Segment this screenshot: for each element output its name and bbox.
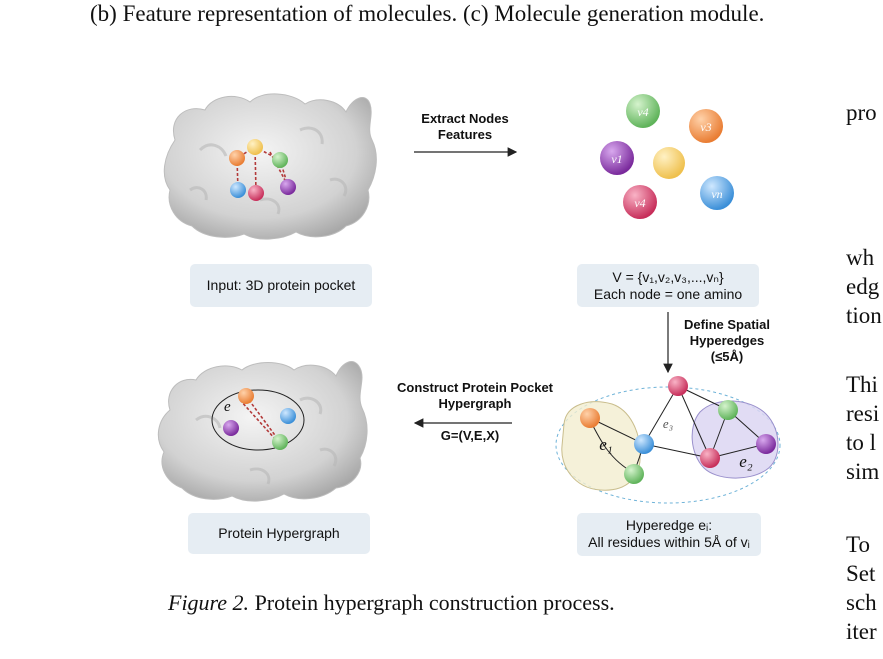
hyperedge-line2: All residues within 5Å of vᵢ bbox=[588, 534, 750, 550]
right-text-line: iter bbox=[846, 619, 877, 644]
right-text-line: sch bbox=[846, 590, 877, 615]
node-features: v4 v3 v1 v4 vn bbox=[600, 94, 734, 219]
construct-label-line2: Hypergraph bbox=[438, 396, 512, 411]
residue-yellow bbox=[247, 139, 263, 155]
protein-hyperedge-label: e bbox=[224, 399, 231, 415]
construct-formula: G=(V,E,X) bbox=[440, 428, 500, 443]
right-text-line: To bbox=[846, 532, 870, 557]
protein-surface-top bbox=[163, 93, 377, 240]
residue-pink bbox=[248, 185, 264, 201]
extract-label: Extract Nodes Features bbox=[405, 111, 525, 143]
construct-label-line1: Construct Protein Pocket bbox=[396, 380, 554, 395]
node-sphere-yellow bbox=[653, 147, 685, 179]
node-label-5: vn bbox=[711, 187, 722, 201]
right-text-line: pro bbox=[846, 100, 877, 125]
right-text-line: Set bbox=[846, 561, 876, 586]
right-text-line: resi bbox=[846, 401, 880, 426]
right-column-text-2: wh edg tion bbox=[846, 243, 883, 330]
extract-label-line1: Extract Nodes bbox=[421, 111, 509, 126]
residue-green bbox=[272, 152, 288, 168]
node-sphere-pink bbox=[623, 185, 657, 219]
header-caption: (b) Feature representation of molecules.… bbox=[90, 1, 765, 26]
hyperedge-label-e1: e₁ bbox=[599, 435, 612, 454]
right-text-line: sim bbox=[846, 459, 880, 484]
define-label-line2: Hyperedges bbox=[689, 333, 765, 348]
hyperedge-line1: Hyperedge eᵢ: bbox=[625, 517, 713, 533]
hyperedge-label-e2: e₂ bbox=[739, 452, 753, 471]
residue-purple bbox=[280, 179, 296, 195]
right-text-line: to l bbox=[846, 430, 877, 455]
hyperedge-box: Hyperedge eᵢ: All residues within 5Å of … bbox=[577, 513, 761, 556]
right-text-line: wh bbox=[846, 245, 875, 270]
hyperedge-label-e3: e₃ bbox=[663, 416, 673, 431]
right-column-text-3: Thi resi to l sim bbox=[846, 370, 883, 486]
protein-surface-bottom: e bbox=[157, 361, 368, 502]
node-set-box: V = {v₁,v₂,v₃,...,vₙ} Each node = one am… bbox=[577, 264, 759, 307]
right-column-text-4: To Set sch iter bbox=[846, 530, 883, 646]
residue-blue bbox=[230, 182, 246, 198]
define-label-line1: Define Spatial bbox=[684, 317, 770, 332]
extract-label-line2: Features bbox=[437, 127, 493, 142]
right-text-line: tion bbox=[846, 303, 882, 328]
node-set-line2: Each node = one amino bbox=[593, 286, 743, 302]
figure-label: Figure 2. bbox=[168, 590, 250, 615]
right-text-line: edg bbox=[846, 274, 880, 299]
hypergraph-drawing: e₁ e₃ e₂ bbox=[555, 376, 781, 504]
figure-caption: Figure 2. Protein hypergraph constructio… bbox=[168, 589, 728, 617]
node-label-3: v1 bbox=[611, 152, 622, 166]
node-label-4: v4 bbox=[634, 196, 645, 210]
right-text-line: Thi bbox=[846, 372, 878, 397]
node-sphere-purple bbox=[600, 141, 634, 175]
node-label-1: v4 bbox=[637, 105, 648, 119]
right-column-text-1: pro bbox=[846, 98, 883, 127]
node-sphere-green bbox=[626, 94, 660, 128]
node-label-2: v3 bbox=[700, 120, 711, 134]
define-label: Define Spatial Hyperedges (≤5Å) bbox=[668, 317, 786, 365]
figure-caption-text: Protein hypergraph construction process. bbox=[254, 590, 615, 615]
node-sphere-blue bbox=[700, 176, 734, 210]
construct-label: Construct Protein Pocket Hypergraph bbox=[375, 380, 575, 412]
input-box: Input: 3D protein pocket bbox=[190, 264, 372, 307]
protein-hypergraph-box: Protein Hypergraph bbox=[188, 513, 370, 554]
residue-orange bbox=[229, 150, 245, 166]
node-sphere-orange bbox=[689, 109, 723, 143]
define-label-line3: (≤5Å) bbox=[710, 349, 744, 364]
node-set-line1: V = {v₁,v₂,v₃,...,vₙ} bbox=[612, 269, 724, 285]
